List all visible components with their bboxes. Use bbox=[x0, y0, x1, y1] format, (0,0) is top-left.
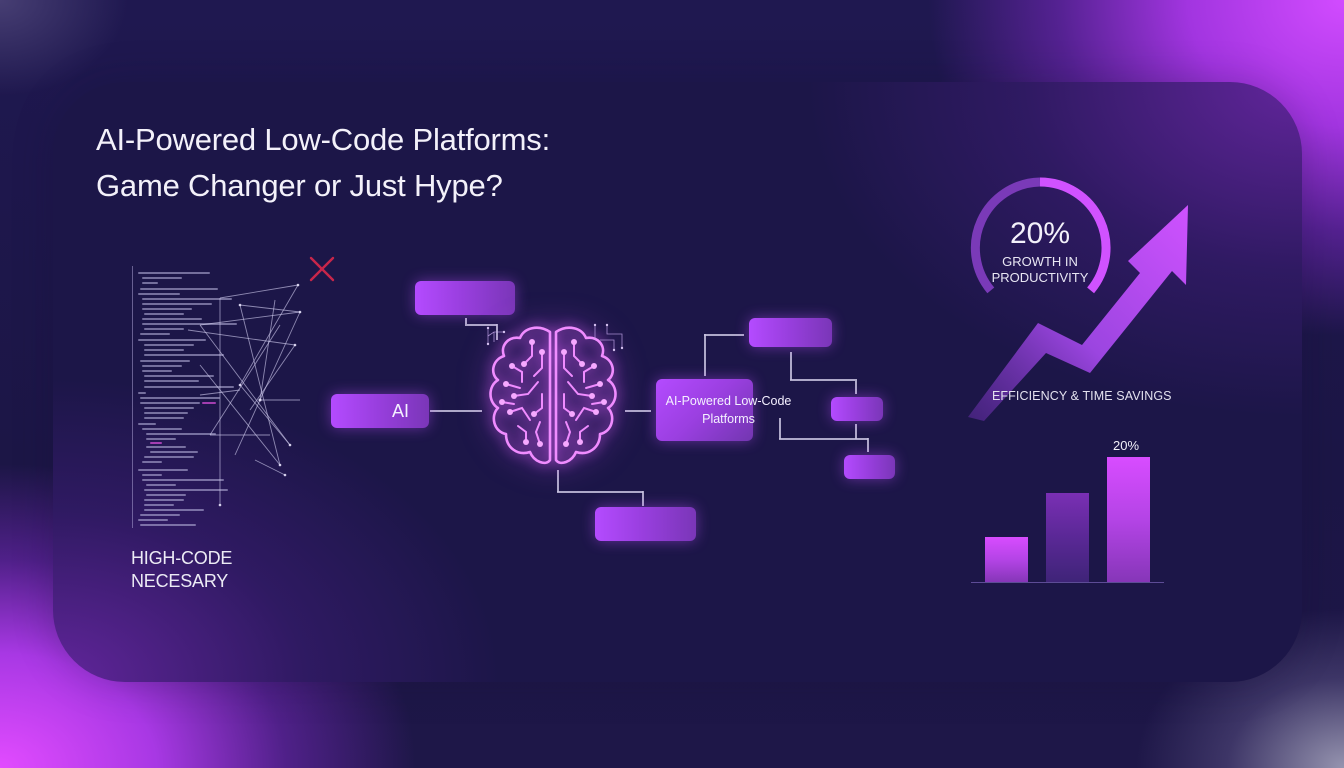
connector-line bbox=[790, 379, 855, 381]
page-title: AI-Powered Low-Code Platforms: Game Chan… bbox=[96, 117, 550, 209]
high-code-label: HIGH-CODE NECESARY bbox=[131, 548, 233, 591]
x-mark-icon bbox=[309, 256, 335, 282]
diagram-node-top bbox=[415, 281, 515, 315]
diagram-node-bottom bbox=[595, 507, 696, 541]
brain-circuit-icon bbox=[489, 326, 617, 465]
connector-line bbox=[557, 491, 643, 493]
chart-baseline bbox=[971, 582, 1164, 583]
circuit-trace-icon bbox=[593, 323, 624, 352]
code-listing-icon bbox=[132, 266, 312, 528]
connector-line bbox=[855, 379, 857, 394]
gauge-caption: GROWTH IN PRODUCTIVITY bbox=[991, 254, 1089, 285]
connector-line bbox=[557, 470, 559, 492]
connector-line bbox=[465, 318, 467, 324]
connector-line bbox=[642, 491, 644, 506]
diagram-node-right-1 bbox=[749, 318, 832, 347]
diagram-node-right-2 bbox=[831, 397, 883, 421]
connector-line bbox=[704, 334, 744, 336]
gauge-arc-icon bbox=[970, 177, 1111, 294]
network-lines-icon bbox=[187, 283, 302, 507]
ai-node: AI bbox=[331, 394, 429, 428]
connector-line bbox=[779, 418, 781, 439]
circuit-trace-icon bbox=[486, 326, 506, 346]
efficiency-label: EFFICIENCY & TIME SAVINGS bbox=[992, 389, 1172, 403]
connector-line bbox=[430, 410, 482, 412]
connector-line bbox=[465, 324, 497, 326]
title-line-1: AI-Powered Low-Code Platforms: bbox=[96, 122, 551, 157]
connector-line bbox=[625, 410, 651, 412]
connector-line bbox=[855, 424, 857, 439]
trend-arrow-up-icon bbox=[968, 205, 1188, 421]
bar-chart-icon: 20% bbox=[968, 436, 1168, 586]
title-line-2: Game Changer or Just Hype? bbox=[96, 168, 503, 203]
gauge-value: 20% bbox=[1009, 217, 1071, 250]
diagram-node-right-3 bbox=[844, 455, 895, 479]
bar-3 bbox=[1107, 457, 1150, 582]
connector-line bbox=[779, 438, 868, 440]
low-code-platform-node: AI-Powered Low-Code Platforms bbox=[656, 379, 791, 441]
bar-1 bbox=[985, 537, 1028, 582]
bar-3-label: 20% bbox=[1113, 438, 1140, 453]
connector-line bbox=[704, 334, 706, 376]
connector-line bbox=[867, 438, 869, 452]
bar-2 bbox=[1046, 493, 1089, 582]
connector-line bbox=[790, 352, 792, 380]
